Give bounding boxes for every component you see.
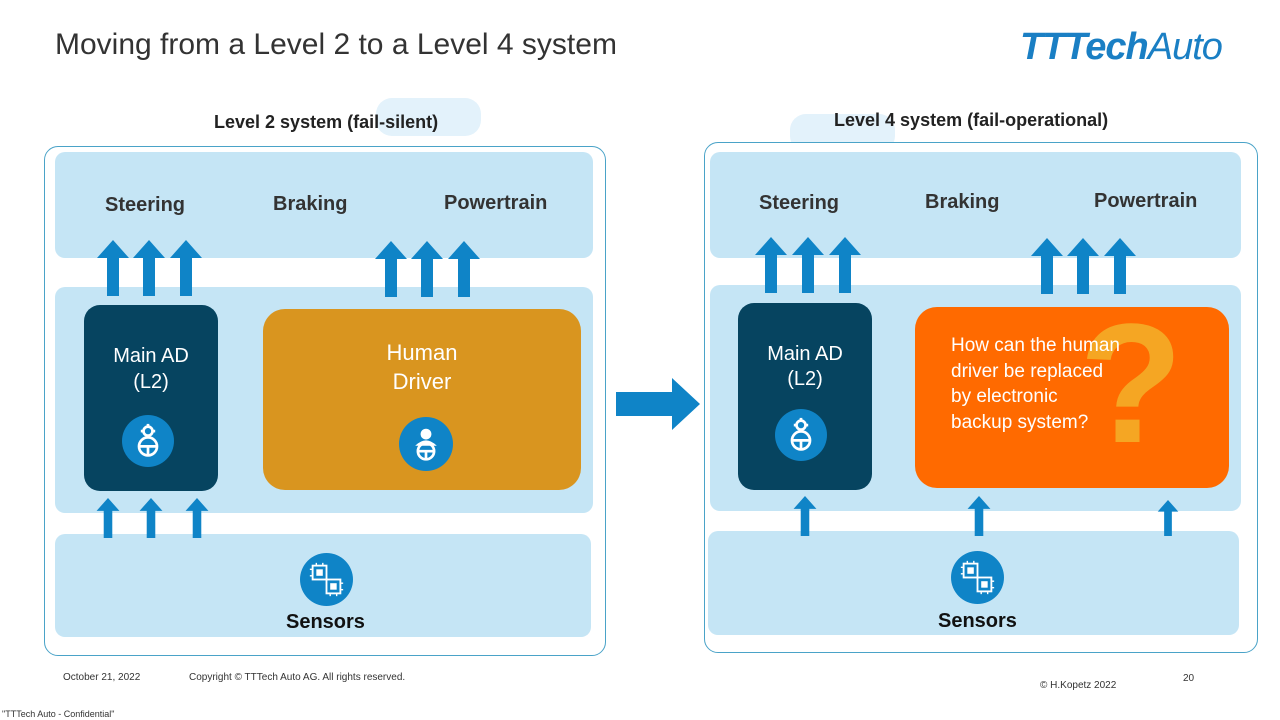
left-main-ad-line1: Main AD bbox=[113, 345, 189, 367]
left-actuator-band bbox=[55, 152, 593, 258]
right-main-ad-box: Main AD (L2) bbox=[738, 303, 872, 490]
right-sensors-label: Sensors bbox=[938, 610, 1017, 632]
right-actuator-band bbox=[710, 152, 1241, 258]
footer-author: © H.Kopetz 2022 bbox=[1040, 680, 1117, 691]
question-text: How can the human driver be replaced by … bbox=[951, 333, 1120, 435]
question-line-4: backup system? bbox=[951, 411, 1089, 433]
right-braking-label: Braking bbox=[925, 191, 1000, 213]
question-line-2: driver be replaced bbox=[951, 360, 1104, 382]
right-arrow-up-3 bbox=[829, 237, 861, 293]
left-arrow-up-3 bbox=[170, 240, 202, 296]
logo-bold-text: TTTech bbox=[1020, 26, 1149, 68]
left-main-ad-line2: (L2) bbox=[133, 371, 169, 393]
left-sensors-label: Sensors bbox=[286, 611, 365, 633]
left-arrow-up-1 bbox=[97, 240, 129, 296]
human-driver-line1: Human bbox=[386, 340, 458, 365]
footer-copyright: Copyright © TTTech Auto AG. All rights r… bbox=[189, 672, 406, 683]
right-steering-label: Steering bbox=[759, 192, 840, 214]
driver-gear-icon bbox=[122, 415, 174, 467]
human-driver-box: Human Driver bbox=[263, 309, 581, 490]
human-driver-icon bbox=[399, 417, 453, 471]
left-arrow-up-6 bbox=[448, 241, 480, 297]
left-title-highlight bbox=[376, 98, 481, 136]
right-arrow-up-6 bbox=[1104, 238, 1136, 294]
right-arrow-up-4 bbox=[1031, 238, 1063, 294]
right-sensor-arrow-3 bbox=[1152, 500, 1184, 536]
right-sensor-arrow-1 bbox=[789, 496, 821, 536]
transition-arrow-right bbox=[616, 378, 700, 430]
page-title: Moving from a Level 2 to a Level 4 syste… bbox=[55, 28, 617, 61]
question-box: ? How can the human driver be replaced b… bbox=[915, 299, 1229, 488]
left-powertrain-label: Powertrain bbox=[444, 192, 548, 214]
left-braking-label: Braking bbox=[273, 193, 348, 215]
right-arrow-up-2 bbox=[792, 237, 824, 293]
footer-page-number: 20 bbox=[1183, 673, 1195, 684]
right-chip-icon bbox=[951, 551, 1004, 604]
question-line-1: How can the human bbox=[951, 335, 1120, 356]
left-arrow-up-2 bbox=[133, 240, 165, 296]
left-sensor-arrow-1 bbox=[92, 498, 124, 538]
left-arrow-up-4 bbox=[375, 241, 407, 297]
footer-date: October 21, 2022 bbox=[63, 672, 141, 683]
human-driver-line2: Driver bbox=[392, 369, 452, 394]
tttech-auto-logo: TTTechAuto bbox=[1020, 26, 1223, 69]
right-sensor-arrow-2 bbox=[963, 496, 995, 536]
right-system-title: Level 4 system (fail-operational) bbox=[834, 110, 1109, 130]
right-main-ad-line2: (L2) bbox=[787, 368, 823, 390]
question-line-3: by electronic bbox=[951, 386, 1058, 407]
left-steering-label: Steering bbox=[105, 194, 186, 216]
right-arrow-up-5 bbox=[1067, 238, 1099, 294]
logo-light-text: Auto bbox=[1147, 26, 1223, 68]
left-chip-icon bbox=[300, 553, 353, 606]
left-system-title: Level 2 system (fail-silent) bbox=[214, 112, 439, 132]
question-mark: ? bbox=[1079, 289, 1183, 479]
right-main-ad-line1: Main AD bbox=[767, 343, 843, 365]
footer-confidential: "TTTech Auto - Confidential" bbox=[2, 709, 115, 719]
driver-gear-icon bbox=[775, 409, 827, 461]
right-powertrain-label: Powertrain bbox=[1094, 190, 1198, 212]
left-main-ad-box: Main AD (L2) bbox=[84, 305, 218, 491]
right-arrow-up-1 bbox=[755, 237, 787, 293]
left-sensor-arrow-2 bbox=[135, 498, 167, 538]
left-arrow-up-5 bbox=[411, 241, 443, 297]
left-sensor-arrow-3 bbox=[181, 498, 213, 538]
